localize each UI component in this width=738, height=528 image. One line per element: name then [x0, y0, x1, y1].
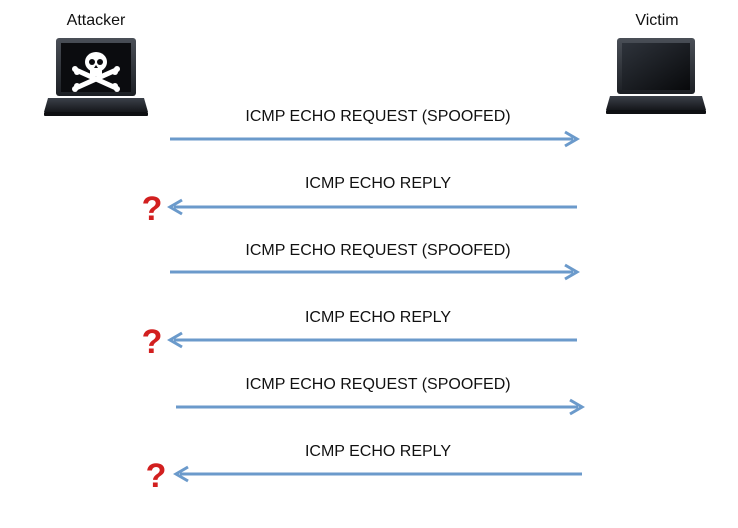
laptop-skull-icon	[44, 38, 148, 116]
message-arrow-2	[167, 198, 577, 216]
message-arrow-1	[170, 130, 580, 148]
message-arrow-4	[167, 331, 577, 349]
message-label-1: ICMP ECHO REQUEST (SPOOFED)	[245, 108, 511, 125]
message-label-5: ICMP ECHO REQUEST (SPOOFED)	[245, 376, 511, 393]
message-label-6: ICMP ECHO REPLY	[304, 443, 452, 460]
message-label-3: ICMP ECHO REQUEST (SPOOFED)	[245, 242, 511, 259]
message-label-2: ICMP ECHO REPLY	[304, 175, 452, 192]
victim-label: Victim	[635, 12, 679, 29]
question-mark-2: ?	[141, 323, 163, 361]
message-arrow-5	[176, 398, 585, 416]
laptop-icon	[606, 38, 706, 114]
question-mark-3: ?	[145, 457, 167, 495]
message-label-4: ICMP ECHO REPLY	[304, 309, 452, 326]
attacker-label: Attacker	[66, 12, 126, 29]
question-mark-1: ?	[141, 190, 163, 228]
message-arrow-6	[173, 465, 582, 483]
message-arrow-3	[170, 263, 580, 281]
